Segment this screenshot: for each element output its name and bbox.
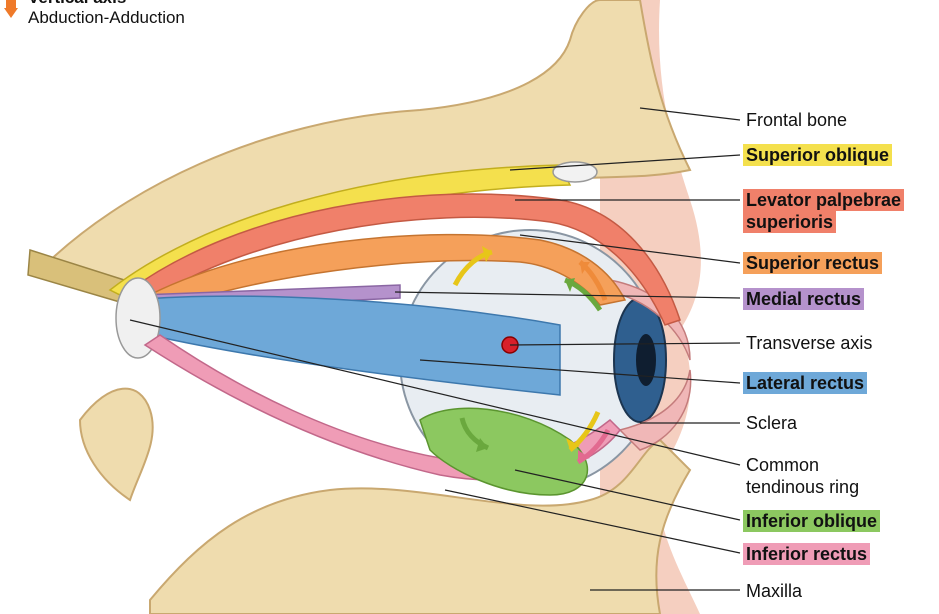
label-frontal-bone: Frontal bone: [746, 109, 847, 131]
label-lateral-rectus: Lateral rectus: [743, 372, 867, 394]
legend-title: Vertical axis: [28, 0, 126, 8]
label-common-line1: Common: [746, 454, 819, 476]
vertical-axis-arrow-icon: [4, 0, 18, 18]
label-maxilla: Maxilla: [746, 580, 802, 602]
label-medial-rectus: Medial rectus: [743, 288, 864, 310]
zygomatic-fragment: [80, 389, 153, 500]
label-transverse-axis: Transverse axis: [746, 332, 872, 354]
label-superior-rectus: Superior rectus: [743, 252, 882, 274]
label-common-line2: tendinous ring: [746, 476, 859, 498]
label-inferior-oblique: Inferior oblique: [743, 510, 880, 532]
label-inferior-rectus: Inferior rectus: [743, 543, 870, 565]
label-superior-oblique: Superior oblique: [743, 144, 892, 166]
label-levator-line2: superioris: [743, 211, 836, 233]
label-levator-line1: Levator palpebrae: [743, 189, 904, 211]
pupil: [636, 334, 656, 386]
label-sclera: Sclera: [746, 412, 797, 434]
legend-subtitle: Abduction-Adduction: [28, 8, 185, 28]
